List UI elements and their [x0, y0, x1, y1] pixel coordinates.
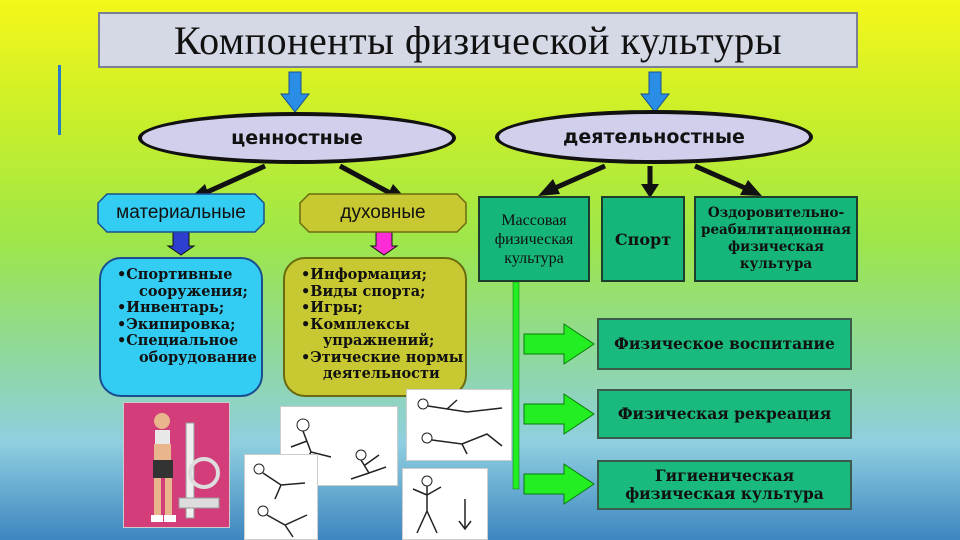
activity-component-label: деятельностные [563, 126, 745, 148]
value-component-label: ценностные [231, 127, 363, 149]
exercise-figure-illustration [412, 475, 472, 534]
list-item: •Информация; [301, 266, 427, 283]
material-shape [97, 193, 265, 233]
spiritual-shape [299, 193, 467, 233]
box-line: физическая [728, 239, 824, 255]
sport-box: Спорт [601, 196, 685, 282]
physical-education-box: Физическое воспитание [597, 318, 852, 370]
box-line: Массовая [501, 211, 567, 229]
activity-component-ellipse: деятельностные [495, 110, 813, 164]
list-item: •Этические нормы [301, 348, 464, 366]
mass-physical-culture-box: Массовая физическая культура [478, 196, 590, 282]
accent-line [58, 65, 61, 135]
list-item: •Виды спорта; [301, 282, 426, 300]
box-line: Гигиеническая [654, 466, 795, 485]
page-title: Компоненты физической культуры [98, 12, 858, 68]
box-line: физическая культура [625, 484, 824, 503]
arrow-to-spiritual [338, 163, 392, 196]
physical-education-label: Физическое воспитание [614, 334, 835, 353]
list-item: •Экипировка; [117, 315, 236, 333]
arrow-to-material [203, 163, 267, 196]
list-item: сооружения; [139, 282, 248, 300]
arrow-to-mass [553, 163, 607, 191]
physical-recreation-box: Физическая рекреация [597, 389, 852, 439]
list-item: •Комплексы [301, 315, 410, 333]
box-line: культура [739, 256, 813, 272]
athlete-illustration [124, 403, 229, 527]
spiritual-label: духовные [340, 202, 426, 223]
sport-label: Спорт [614, 229, 672, 249]
material-items-panel: •Спортивные сооружения; •Инвентарь; •Эки… [99, 257, 263, 397]
list-item: •Спортивные [117, 266, 233, 283]
spiritual-down-arrow [369, 229, 399, 256]
arrow-to-rehab [693, 163, 747, 191]
green-connector [512, 281, 520, 490]
title-left-arrow [279, 71, 311, 113]
exercise-figure-illustration [253, 463, 308, 538]
rehab-physical-culture-box: Оздоровительно- реабилитационная физичес… [694, 196, 858, 282]
list-item: упражнений; [323, 332, 435, 349]
value-component-ellipse: ценностные [138, 112, 456, 164]
exercise-sketch [244, 454, 318, 540]
physical-recreation-label: Физическая рекреация [617, 404, 832, 423]
box-line: реабилитационная [701, 222, 851, 238]
material-down-arrow [166, 229, 196, 256]
list-item: •Игры; [301, 299, 363, 316]
box-line: Оздоровительно- [707, 205, 845, 221]
title-right-arrow [639, 71, 671, 113]
material-label: материальные [116, 202, 246, 223]
list-item: •Инвентарь; [117, 299, 225, 316]
green-arrow-education [523, 323, 595, 365]
spiritual-items-panel: •Информация; •Виды спорта; •Игры; •Компл… [283, 257, 467, 397]
box-line: физическая [494, 230, 574, 248]
exercise-sketch [402, 468, 488, 540]
list-item: деятельности [323, 365, 440, 382]
hygienic-physical-culture-box: Гигиеническая физическая культура [597, 460, 852, 510]
exercise-sketch [406, 389, 512, 461]
box-line: культура [504, 249, 564, 267]
athlete-photo [123, 402, 230, 528]
green-arrow-recreation [523, 393, 595, 435]
list-item: оборудование [139, 348, 257, 366]
exercise-figure-illustration [417, 398, 503, 455]
green-arrow-hygiene [523, 463, 595, 505]
list-item: •Специальное [117, 332, 239, 349]
